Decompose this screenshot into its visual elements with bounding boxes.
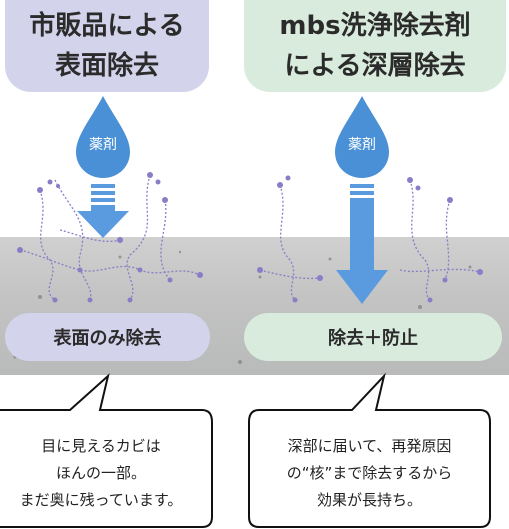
drop-icon	[76, 96, 130, 178]
left-note-bubble	[0, 373, 213, 528]
left-drop-arrow	[76, 96, 130, 238]
drop-icon	[335, 96, 389, 178]
right-drop-label: 薬剤	[348, 137, 376, 153]
speech-bubbles	[0, 372, 491, 528]
left-method-header: 市販品による 表面除去	[5, 0, 209, 92]
left-drop-label: 薬剤	[89, 137, 117, 153]
right-drop-arrow	[335, 96, 389, 304]
left-result-pill: 表面のみ除去	[5, 313, 210, 361]
right-mold-network	[257, 175, 483, 303]
right-method-header: mbs洗浄除去剤 による深層除去	[244, 0, 506, 92]
right-note-text: 深部に届いて、再発原因 の“核”まで除去するから 効果が長持ち。	[286, 437, 453, 509]
right-result-pill: 除去＋防止	[244, 313, 502, 361]
left-note-text: 目に見えるカビは ほんの一部。 まだ奥に残っています。	[19, 437, 183, 509]
left-mold-network	[17, 172, 203, 303]
right-note-bubble	[248, 372, 491, 528]
